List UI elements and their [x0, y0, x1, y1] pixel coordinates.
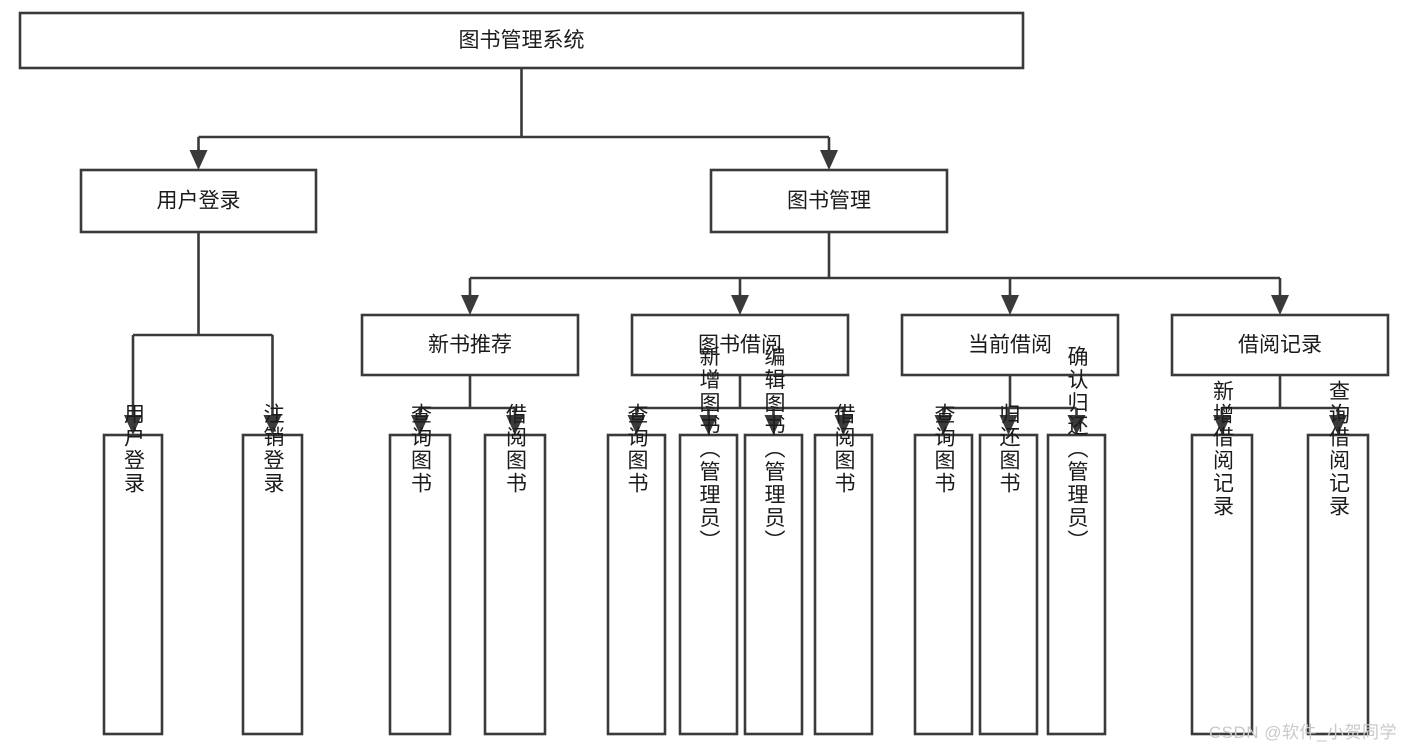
- node-leaf-borrow-book[interactable]: 借阅图书: [813, 403, 874, 736]
- node-label-root: 图书管理系统: [459, 29, 585, 52]
- node-label-leaf-query-book-current: 查询图书: [932, 403, 956, 495]
- node-label-leaf-return-book: 归还图书: [997, 403, 1021, 495]
- node-label-leaf-edit-book-admin: 编辑图书（管理员）: [762, 346, 786, 553]
- node-box-leaf-edit-book-admin: [743, 433, 804, 736]
- node-box-user-login: [79, 168, 318, 234]
- node-box-leaf-query-book-recommend: [388, 433, 452, 736]
- arrow-head-icon-leaf-borrow-book-recommend: [506, 415, 524, 435]
- node-box-borrow-record: [1170, 313, 1390, 377]
- node-leaf-confirm-return-admin[interactable]: 确认归还（管理员）: [1046, 346, 1107, 736]
- node-current-borrow[interactable]: 当前借阅: [900, 313, 1120, 377]
- arrow-head-icon-leaf-user-login: [124, 415, 142, 435]
- node-leaf-query-book-recommend[interactable]: 查询图书: [388, 403, 452, 736]
- node-label-borrow-record: 借阅记录: [1238, 334, 1322, 357]
- arrow-head-icon-leaf-add-borrow-record: [1213, 415, 1231, 435]
- node-box-leaf-logout-login: [241, 433, 304, 736]
- node-box-book-borrow: [630, 313, 850, 377]
- node-box-leaf-query-book-current: [913, 433, 974, 736]
- arrow-head-icon-user-login: [189, 150, 208, 170]
- node-book-manage[interactable]: 图书管理: [709, 168, 949, 234]
- node-borrow-record[interactable]: 借阅记录: [1170, 313, 1390, 377]
- node-leaf-edit-book-admin[interactable]: 编辑图书（管理员）: [743, 346, 804, 736]
- node-label-leaf-borrow-book: 借阅图书: [832, 403, 856, 495]
- node-label-current-borrow: 当前借阅: [968, 334, 1052, 357]
- arrow-head-icon-book-manage: [820, 150, 838, 170]
- node-label-leaf-query-book-borrow: 查询图书: [625, 403, 649, 495]
- node-leaf-add-borrow-record[interactable]: 新增借阅记录: [1190, 380, 1254, 736]
- node-label-book-borrow: 图书借阅: [698, 334, 782, 357]
- arrow-head-icon-leaf-confirm-return-admin: [1067, 415, 1086, 435]
- node-leaf-return-book[interactable]: 归还图书: [978, 403, 1039, 736]
- node-label-user-login: 用户登录: [157, 190, 241, 213]
- node-box-leaf-add-book-admin: [678, 433, 739, 736]
- node-box-leaf-borrow-book-recommend: [483, 433, 547, 736]
- node-box-leaf-user-login: [102, 433, 164, 736]
- node-label-leaf-add-borrow-record: 新增借阅记录: [1211, 380, 1235, 518]
- node-label-leaf-query-borrow-record: 查询借阅记录: [1327, 380, 1351, 518]
- node-label-leaf-confirm-return-admin: 确认归还（管理员）: [1065, 346, 1089, 553]
- node-box-leaf-add-borrow-record: [1190, 433, 1254, 736]
- arrow-head-icon-leaf-borrow-book: [834, 415, 853, 435]
- node-book-borrow[interactable]: 图书借阅: [630, 313, 850, 377]
- arrow-head-icon-leaf-edit-book-admin: [764, 415, 783, 435]
- node-leaf-query-book-current[interactable]: 查询图书: [913, 403, 974, 736]
- arrow-head-icon-leaf-logout-login: [263, 415, 282, 435]
- arrow-head-icon-leaf-query-book-current: [934, 415, 953, 435]
- arrow-head-icon-current-borrow: [1001, 295, 1019, 315]
- arrow-head-icon-book-borrow: [731, 295, 749, 315]
- node-leaf-user-login[interactable]: 用户登录: [102, 403, 164, 736]
- edge-layer: [124, 68, 1347, 435]
- node-label-book-manage: 图书管理: [787, 190, 871, 213]
- node-label-leaf-user-login: 用户登录: [122, 403, 146, 495]
- arrow-head-icon-new-book-recommend: [461, 295, 479, 315]
- node-new-book-recommend[interactable]: 新书推荐: [360, 313, 580, 377]
- arrow-head-icon-leaf-add-book-admin: [699, 415, 718, 435]
- node-box-book-manage: [709, 168, 949, 234]
- arrow-head-icon-borrow-record: [1271, 295, 1289, 315]
- arrow-head-icon-leaf-return-book: [999, 415, 1018, 435]
- arrow-head-icon-leaf-query-book-borrow: [627, 415, 646, 435]
- node-leaf-borrow-book-recommend[interactable]: 借阅图书: [483, 403, 547, 736]
- node-label-leaf-logout-login: 注销登录: [261, 403, 285, 495]
- node-label-leaf-add-book-admin: 新增图书（管理员）: [697, 346, 721, 553]
- node-box-leaf-query-book-borrow: [606, 433, 667, 736]
- node-box-current-borrow: [900, 313, 1120, 377]
- node-label-new-book-recommend: 新书推荐: [428, 334, 512, 357]
- arrow-head-icon-leaf-query-book-recommend: [411, 415, 429, 435]
- node-box-new-book-recommend: [360, 313, 580, 377]
- node-layer: 图书管理系统用户登录图书管理新书推荐图书借阅当前借阅借阅记录用户登录注销登录查询…: [18, 11, 1390, 736]
- node-box-root: [18, 11, 1025, 70]
- node-label-leaf-query-book-recommend: 查询图书: [409, 403, 433, 495]
- node-leaf-add-book-admin[interactable]: 新增图书（管理员）: [678, 346, 739, 736]
- node-leaf-query-borrow-record[interactable]: 查询借阅记录: [1306, 380, 1370, 736]
- node-box-leaf-borrow-book: [813, 433, 874, 736]
- node-label-leaf-borrow-book-recommend: 借阅图书: [504, 403, 528, 495]
- node-user-login[interactable]: 用户登录: [79, 168, 318, 234]
- node-leaf-logout-login[interactable]: 注销登录: [241, 403, 304, 736]
- node-box-leaf-return-book: [978, 433, 1039, 736]
- node-leaf-query-book-borrow[interactable]: 查询图书: [606, 403, 667, 736]
- node-box-leaf-confirm-return-admin: [1046, 433, 1107, 736]
- arrow-head-icon-leaf-query-borrow-record: [1329, 415, 1347, 435]
- node-root[interactable]: 图书管理系统: [18, 11, 1025, 70]
- node-box-leaf-query-borrow-record: [1306, 433, 1370, 736]
